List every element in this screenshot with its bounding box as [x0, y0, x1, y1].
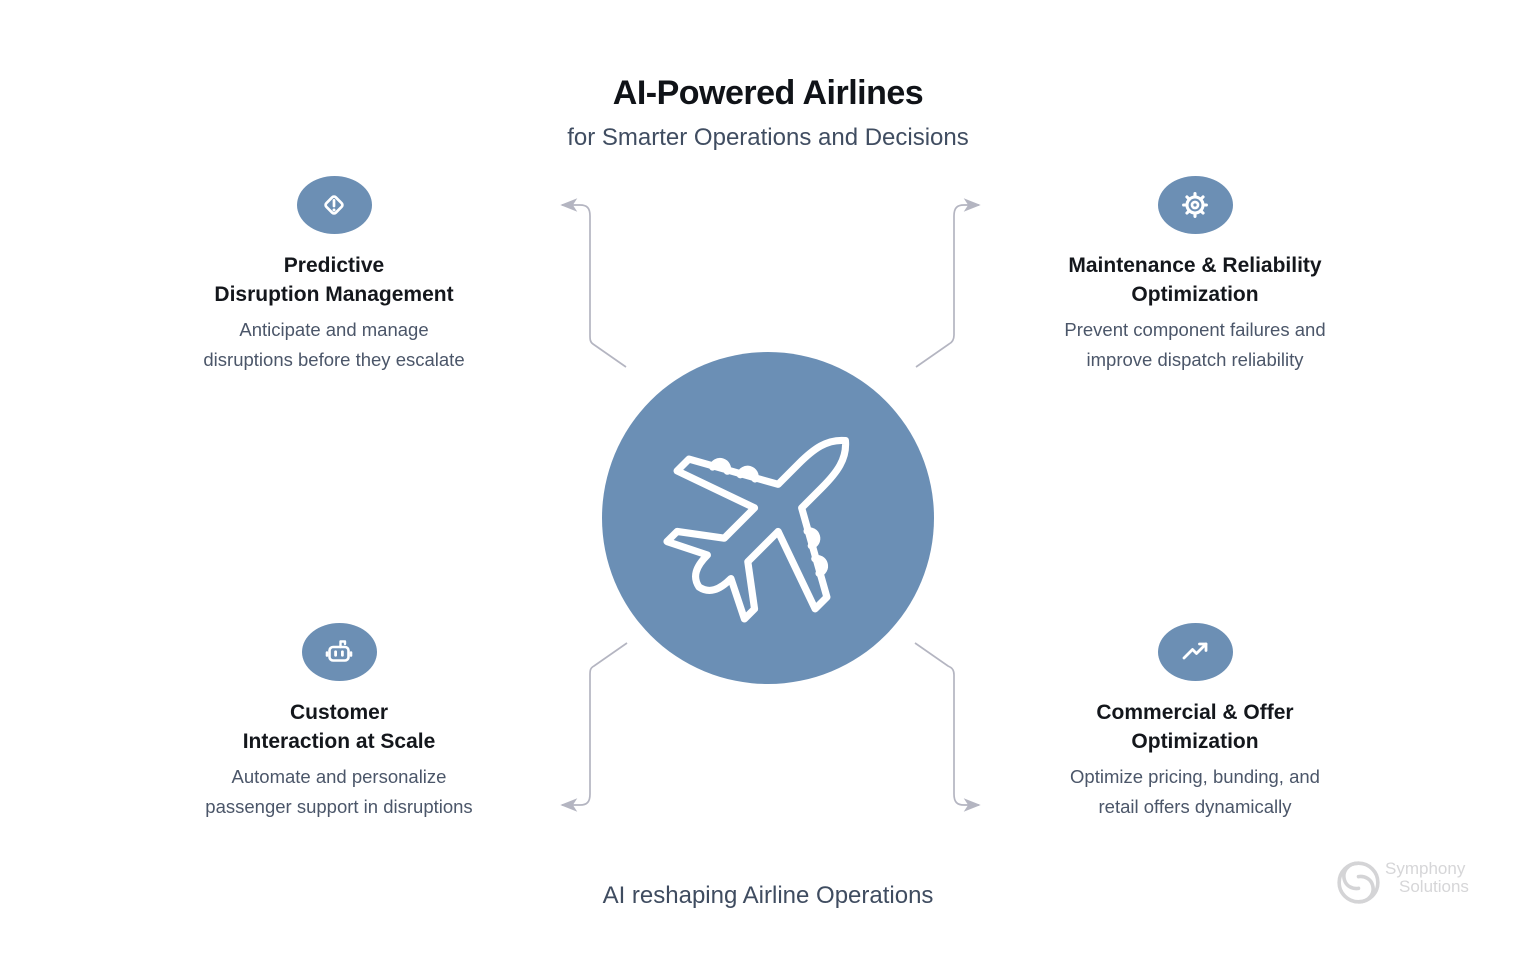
quadrant-title-line2: Optimization [1131, 283, 1259, 306]
quadrant-title-line1: Predictive [283, 254, 385, 277]
alert-diamond-icon [296, 176, 372, 234]
connector-top-left [560, 198, 627, 368]
logo-text-line2: Solutions [1399, 876, 1469, 896]
connector-bottom-right [914, 642, 981, 812]
footer-caption: AI reshaping Airline Operations [602, 882, 934, 909]
quadrant-title-line1: Commercial & Offer [1096, 701, 1294, 724]
trend-up-icon [1157, 623, 1233, 681]
quadrant-title-line1: Customer [289, 701, 388, 724]
logo-text: Symphony Solutions [1385, 860, 1469, 895]
quadrant-title: Maintenance & Reliability Optimization [1068, 251, 1321, 309]
quadrant-title-line2: Interaction at Scale [242, 730, 436, 753]
robot-icon [301, 623, 377, 681]
connector-top-right [915, 198, 981, 368]
quadrant-predictive-disruption: Predictive Disruption Management Anticip… [124, 176, 544, 375]
quadrant-desc-line1: Prevent component failures and [1064, 319, 1326, 340]
quadrant-desc-line2: disruptions before they escalate [203, 349, 465, 370]
gear-icon [1157, 176, 1233, 234]
quadrant-title: Customer Interaction at Scale [243, 698, 436, 756]
airplane-icon [663, 436, 850, 623]
quadrant-title: Predictive Disruption Management [214, 251, 453, 309]
quadrant-desc-line1: Automate and personalize [231, 766, 447, 787]
quadrant-desc-line2: improve dispatch reliability [1086, 349, 1304, 370]
center-hub [602, 352, 934, 684]
logo-text-line1: Symphony [1385, 859, 1466, 878]
quadrant-description: Anticipate and manage disruptions before… [203, 315, 464, 375]
quadrant-title-line2: Optimization [1131, 730, 1259, 753]
quadrant-desc-line2: passenger support in disruptions [205, 796, 473, 817]
connector-bottom-left [560, 642, 628, 812]
quadrant-commercial-offer: Commercial & Offer Optimization Optimize… [985, 623, 1405, 822]
quadrant-desc-line2: retail offers dynamically [1098, 796, 1292, 817]
quadrant-description: Optimize pricing, bunding, and retail of… [1070, 762, 1320, 822]
page-title: AI-Powered Airlines [612, 74, 924, 112]
quadrant-title: Commercial & Offer Optimization [1096, 698, 1293, 756]
quadrant-maintenance-reliability: Maintenance & Reliability Optimization P… [985, 176, 1405, 375]
quadrant-desc-line1: Optimize pricing, bunding, and [1070, 766, 1320, 787]
page-subtitle: for Smarter Operations and Decisions [567, 124, 969, 151]
quadrant-title-line1: Maintenance & Reliability [1068, 254, 1322, 277]
quadrant-description: Automate and personalize passenger suppo… [205, 762, 472, 822]
logo-swirl-icon [1337, 861, 1380, 904]
quadrant-title-line2: Disruption Management [214, 283, 454, 306]
quadrant-desc-line1: Anticipate and manage [239, 319, 429, 340]
quadrant-customer-interaction: Customer Interaction at Scale Automate a… [129, 623, 549, 822]
quadrant-description: Prevent component failures and improve d… [1064, 315, 1325, 375]
symphony-solutions-logo: Symphony Solutions [1336, 860, 1469, 905]
